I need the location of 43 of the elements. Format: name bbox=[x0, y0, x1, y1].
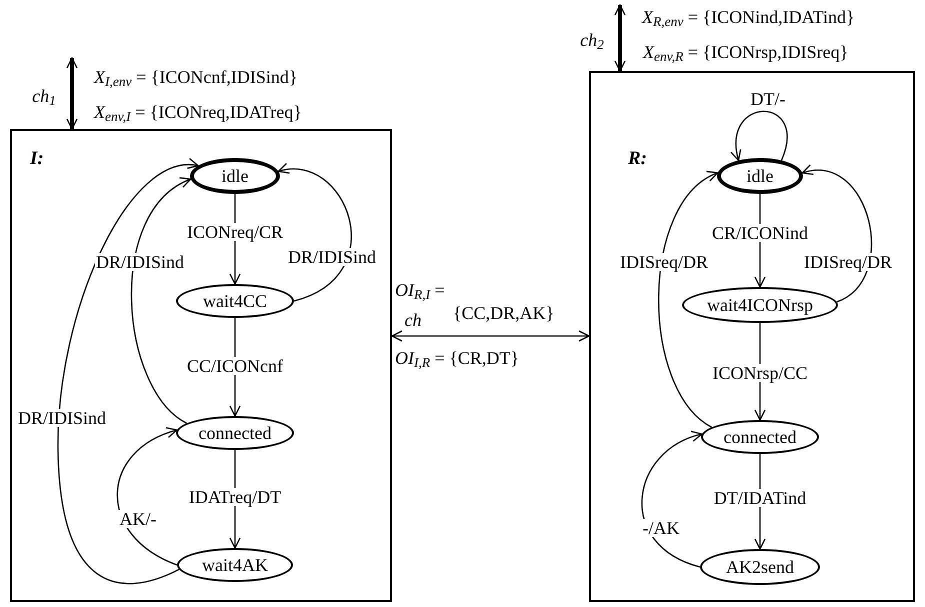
channel-arrow bbox=[391, 330, 590, 342]
signal-set-label: X$_{env,I}$ = {ICONreq,IDATreq} bbox=[94, 103, 302, 121]
transition-arrow bbox=[642, 432, 703, 568]
state-ellipse: connected bbox=[176, 416, 294, 450]
transition-label: AK/- bbox=[118, 510, 158, 528]
transition-label: DT/- bbox=[750, 90, 786, 108]
process-name: R: bbox=[628, 149, 647, 168]
state-ellipse: AK2send bbox=[700, 549, 820, 585]
transition-arrow bbox=[116, 428, 178, 566]
state-ellipse: idle bbox=[717, 158, 803, 194]
transition-arrow bbox=[802, 166, 872, 302]
state-ellipse: wait4ICONrsp bbox=[682, 287, 838, 323]
state-ellipse: wait4AK bbox=[177, 548, 293, 582]
transition-label: -/AK bbox=[642, 519, 680, 537]
transition-arrow bbox=[130, 178, 192, 424]
signal-set-label: {CC,DR,AK} bbox=[453, 304, 554, 322]
transition-label: IDISreq/DR bbox=[803, 253, 893, 271]
state-ellipse: connected bbox=[701, 420, 819, 454]
channel-label: ch bbox=[404, 311, 422, 329]
transition-label: IDISreq/DR bbox=[619, 253, 709, 271]
transition-arrow bbox=[658, 172, 718, 428]
transition-label: CC/ICONcnf bbox=[186, 357, 284, 375]
channel-arrow bbox=[614, 4, 626, 72]
transition-label: DR/IDISind bbox=[95, 253, 185, 271]
transition-label: DR/IDISind bbox=[17, 409, 107, 427]
signal-set-label: X$_{I,env}$ = {ICONcnf,IDISind} bbox=[94, 68, 298, 86]
signal-set-label: X$_{R,env}$ = {ICONind,IDATind} bbox=[642, 8, 855, 26]
transition-label: ICONreq/CR bbox=[186, 223, 284, 241]
transition-label: IDATreq/DT bbox=[188, 488, 282, 506]
transition-label: CR/ICONind bbox=[711, 224, 809, 242]
process-name: I: bbox=[30, 149, 44, 168]
state-ellipse: wait4CC bbox=[176, 284, 294, 318]
transition-label: DT/IDATind bbox=[712, 489, 808, 507]
state-ellipse: idle bbox=[190, 158, 280, 194]
signal-set-label: OI$_{R,I}$ = bbox=[395, 281, 445, 299]
channel-label: ch$_{2}$ bbox=[579, 31, 605, 49]
channel-arrow bbox=[66, 57, 78, 130]
signal-set-label: OI$_{I,R}$ = {CR,DT} bbox=[395, 349, 520, 367]
channel-label: ch$_{1}$ bbox=[31, 87, 57, 105]
transition-arrow bbox=[278, 164, 352, 302]
transition-label: ICONrsp/CC bbox=[712, 364, 808, 382]
signal-set-label: X$_{env,R}$ = {ICONrsp,IDISreq} bbox=[643, 43, 848, 61]
transition-label: DR/IDISind bbox=[287, 248, 377, 266]
